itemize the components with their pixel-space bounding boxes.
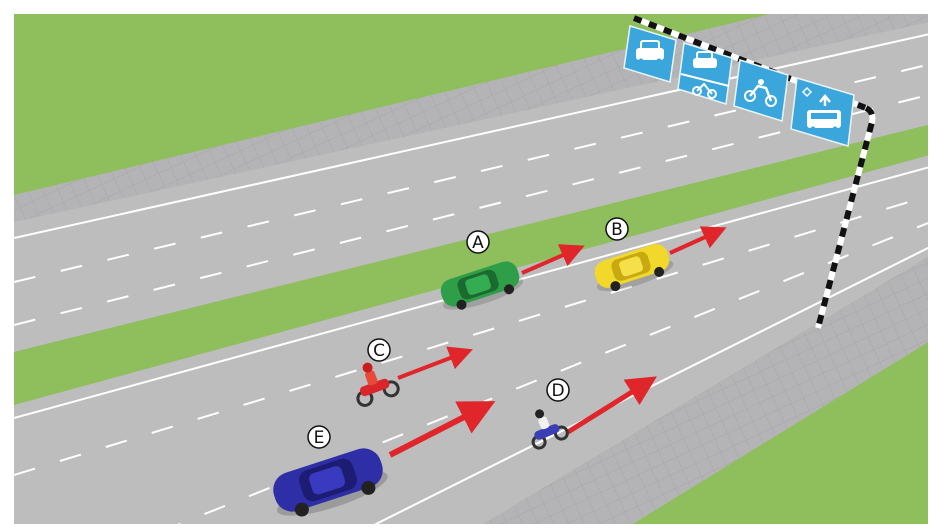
svg-text:A: A [472,233,484,253]
svg-text:B: B [611,220,623,240]
motorbike-sign [733,59,789,122]
car-sign [623,25,677,83]
car-b [594,244,674,292]
near-road-lane-line [14,195,928,476]
near-road [14,155,928,524]
car-a [440,261,524,310]
far-road [14,22,928,352]
svg-text:D: D [551,381,564,401]
label-d: D [546,378,570,402]
far-road-lane-line [14,94,928,326]
far-road-lane-line [14,63,928,283]
label-c: C [367,338,391,362]
car-e [273,448,388,517]
direction-arrow-b [669,226,727,255]
sign-gantry [623,15,876,329]
svg-text:E: E [314,428,325,448]
label-b: B [605,217,629,241]
svg-text:C: C [373,341,385,361]
direction-arrow-e [388,401,496,458]
motorbike-c [356,362,400,407]
direction-arrow-a [521,244,585,275]
near-grass [632,342,928,524]
bus-ahead-icon [801,86,841,132]
car-motorbike-sign [677,42,733,105]
gantry-pole [815,105,876,329]
direction-arrow-d [566,376,657,435]
median-grass [14,124,928,405]
label-a: A [466,230,490,254]
car-motorbike-icon [692,51,717,99]
bus-lane-sign [790,77,855,147]
motorbike-d [531,409,569,450]
far-road-edge-line [14,33,928,239]
label-e: E [307,425,331,449]
car-icon [636,40,664,64]
motorbike-icon [744,79,777,107]
direction-arrow-c [397,346,473,380]
